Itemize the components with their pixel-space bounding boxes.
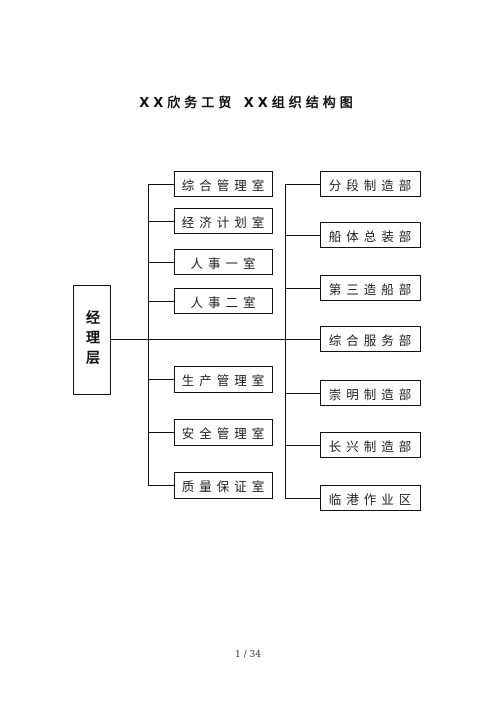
page-title: XX欣务工贸 XX组织结构图 xyxy=(139,96,357,111)
unit-box-third-shipbuilding: 第三造船部 xyxy=(320,275,421,301)
right-branch-stub xyxy=(285,393,320,394)
unit-box-hr-one: 人事一室 xyxy=(174,249,273,275)
unit-box-hull-assembly: 船体总装部 xyxy=(320,222,421,248)
right-branch-stub xyxy=(285,184,320,185)
right-branch-stub xyxy=(285,288,320,289)
left-branch-stub xyxy=(148,262,174,263)
unit-box-chongming-manufacturing: 崇明制造部 xyxy=(320,380,421,406)
unit-box-lingang-operations: 临港作业区 xyxy=(320,485,421,511)
right-branch-stub xyxy=(285,498,320,499)
unit-box-general-management: 综合管理室 xyxy=(174,171,273,197)
right-vertical-bus xyxy=(285,184,286,498)
unit-box-changxing-manufacturing: 长兴制造部 xyxy=(320,432,421,458)
unit-box-block-manufacturing: 分段制造部 xyxy=(320,171,421,197)
page-number: 1 / 34 xyxy=(235,650,261,660)
unit-box-production-management: 生产管理室 xyxy=(174,366,273,393)
left-branch-stub xyxy=(148,379,174,380)
left-branch-stub xyxy=(148,221,174,222)
main-horizontal-connector xyxy=(111,339,285,340)
right-branch-stub xyxy=(285,235,320,236)
left-branch-stub xyxy=(148,301,174,302)
root-node-management: 经理层 xyxy=(73,285,111,395)
unit-box-economic-planning: 经济计划室 xyxy=(174,208,273,234)
unit-box-safety-management: 安全管理室 xyxy=(174,419,273,446)
right-branch-stub xyxy=(285,445,320,446)
right-branch-stub xyxy=(285,339,320,340)
unit-box-general-services: 综合服务部 xyxy=(320,326,421,352)
unit-box-hr-two: 人事二室 xyxy=(174,288,273,314)
root-node-label: 经理层 xyxy=(84,310,100,370)
left-vertical-bus xyxy=(148,184,149,485)
left-branch-stub xyxy=(148,485,174,486)
left-branch-stub xyxy=(148,432,174,433)
unit-box-quality-assurance: 质量保证室 xyxy=(174,472,273,499)
left-branch-stub xyxy=(148,184,174,185)
